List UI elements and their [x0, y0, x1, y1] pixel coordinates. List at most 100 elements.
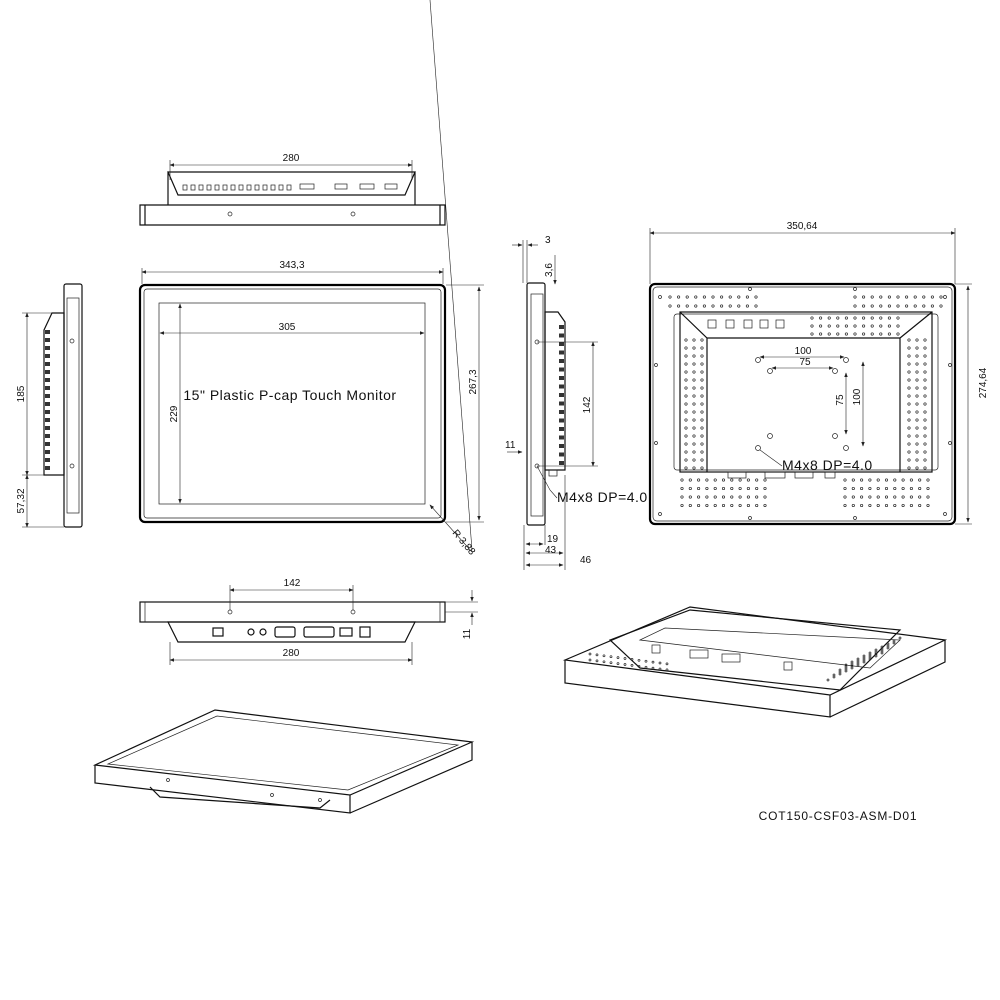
dim-side-offset: 11 [505, 440, 516, 451]
vent-hole [680, 503, 684, 508]
button-icon [775, 319, 785, 329]
vent-hole [876, 486, 880, 491]
vent-hole [651, 666, 655, 670]
vent-hole [677, 295, 681, 299]
vent-hole [665, 662, 669, 666]
dim-vesa-75-h: 75 [799, 357, 811, 368]
vent-hole [692, 362, 696, 366]
vent-hole [923, 410, 927, 414]
vent-hole [887, 304, 891, 308]
dim-vesa-100-h: 100 [795, 346, 812, 357]
vent-hole [860, 478, 864, 482]
vent-hole [746, 503, 750, 508]
vent-hole [810, 324, 814, 328]
vent-hole [913, 304, 917, 308]
vent-hole [868, 478, 872, 482]
dim-bottom-width: 280 [283, 648, 300, 659]
vent-hole [915, 378, 919, 382]
port-icon [334, 183, 348, 190]
left-side-view: 185 57,32 [16, 283, 83, 528]
vent-hole [700, 466, 704, 470]
vent-hole [915, 338, 919, 342]
vent-hole [907, 394, 911, 398]
vent-hole [923, 362, 927, 366]
vent-hole [922, 304, 926, 308]
vent-hole [684, 386, 688, 390]
vent-hole [884, 478, 889, 482]
vent-hole [623, 663, 627, 666]
vent-hole [922, 295, 926, 299]
vent-hole [939, 295, 943, 299]
vent-hole [609, 661, 613, 665]
vent-hole [862, 332, 866, 336]
vent-hole [923, 370, 927, 374]
vent-fin [559, 444, 564, 448]
vent-hole [720, 295, 724, 299]
port-icon [359, 183, 375, 190]
vent-fin [559, 384, 564, 389]
vent-fin [45, 378, 50, 382]
vent-hole [887, 295, 891, 299]
vent-hole [923, 434, 927, 438]
vent-hole [923, 402, 927, 406]
mounting-hole [658, 295, 662, 299]
vent-slot [286, 184, 292, 191]
vent-hole [644, 665, 648, 669]
vent-hole [694, 295, 698, 299]
dim-corner-radius: R 3,88 [450, 528, 478, 558]
vent-hole [851, 478, 855, 482]
vent-hole [721, 503, 726, 508]
vent-hole [918, 486, 922, 491]
vent-hole [651, 660, 655, 664]
vent-slot [246, 184, 252, 191]
vent-hole [826, 678, 830, 682]
vent-hole [915, 394, 919, 398]
vent-hole [905, 304, 909, 308]
vent-hole [909, 495, 913, 499]
vent-hole [827, 316, 831, 320]
vent-hole [896, 324, 900, 328]
vent-hole [868, 486, 872, 491]
vent-hole [595, 653, 599, 657]
vent-hole [637, 658, 641, 662]
vent-hole [738, 495, 742, 499]
vent-hole [688, 478, 692, 482]
dim-depth-1: 19 [547, 534, 559, 545]
vent-hole [870, 332, 874, 336]
vent-fin [559, 333, 564, 338]
vent-slot [206, 184, 212, 191]
power-port-icon [359, 626, 371, 638]
vent-hole [700, 338, 704, 342]
vent-hole [700, 362, 704, 366]
vent-hole [602, 660, 606, 664]
vent-hole [705, 486, 709, 491]
vent-hole [763, 478, 767, 482]
vent-hole [915, 346, 919, 350]
vent-hole [711, 295, 715, 299]
vent-hole [926, 503, 930, 508]
dim-depth-3: 46 [580, 555, 592, 566]
vent-hole [851, 495, 855, 499]
vent-hole [879, 295, 883, 299]
vent-hole [623, 657, 627, 660]
dim-side-lip: 3,6 [544, 263, 555, 277]
vent-hole [738, 486, 742, 491]
vent-hole [688, 495, 692, 499]
vent-hole [692, 402, 696, 406]
vent-hole [700, 458, 704, 462]
vent-hole [850, 666, 854, 670]
vent-hole [658, 667, 662, 671]
vent-hole [694, 304, 698, 308]
port-icon [384, 183, 398, 190]
vent-hole [692, 386, 696, 390]
button-icon [707, 319, 717, 329]
vent-hole [700, 410, 704, 414]
vent-hole [853, 304, 857, 308]
dim-screen-height: 229 [169, 405, 180, 422]
vent-hole [737, 295, 741, 299]
vent-hole [930, 295, 934, 299]
vent-hole [879, 324, 883, 328]
front-view: 343,3 305 229 15" Plastic P-cap Touch Mo… [138, 0, 484, 558]
vent-hole [901, 478, 905, 482]
